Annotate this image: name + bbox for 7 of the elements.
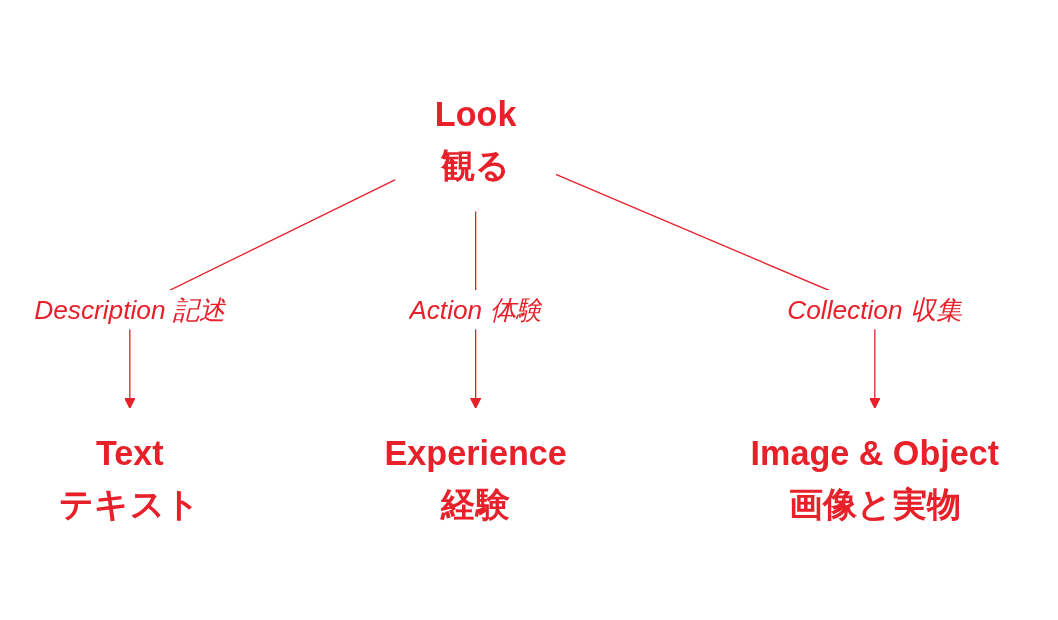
edge-label: Description 記述 <box>34 295 226 325</box>
node-text: Text テキスト <box>58 433 201 525</box>
edge-label: Collection 収集 <box>787 295 963 325</box>
node-text: Look 観る <box>434 94 517 186</box>
node-text: Image & Object 画像と実物 <box>750 433 1000 525</box>
node-text: Experience 経験 <box>384 433 567 525</box>
edge-label: Action 体験 <box>409 295 543 325</box>
